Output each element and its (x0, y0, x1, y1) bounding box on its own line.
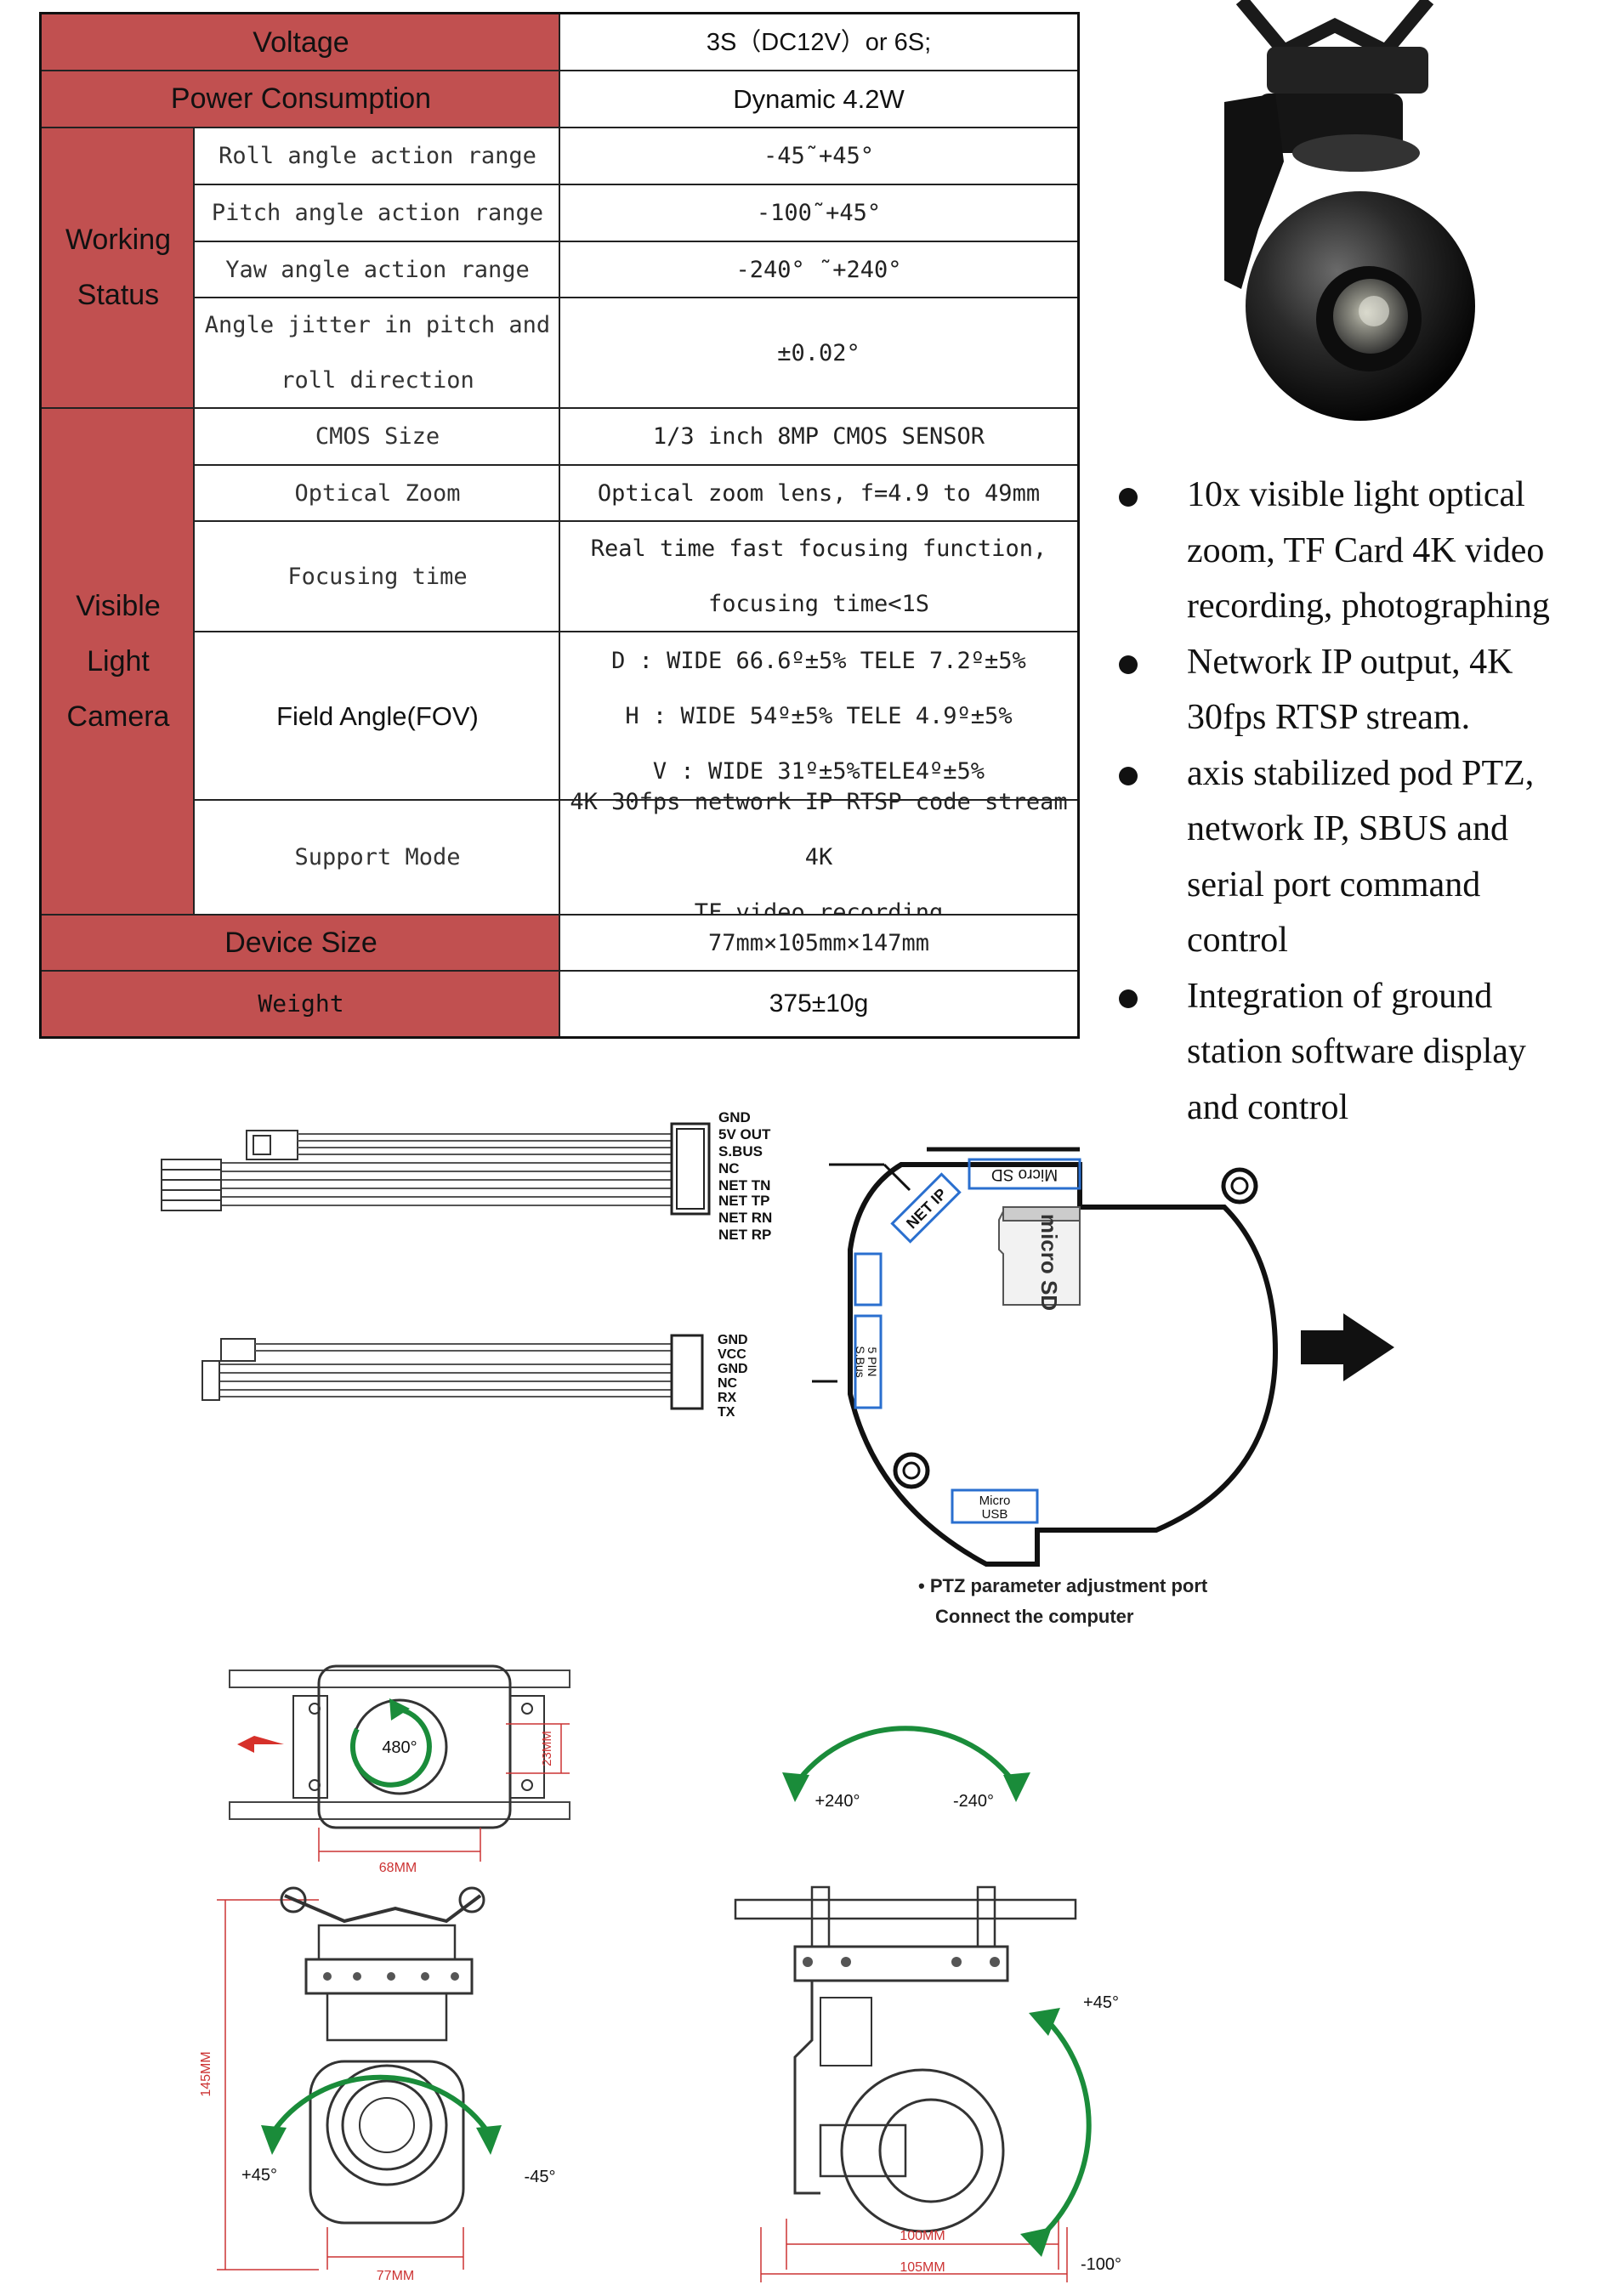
svg-text:Micro: Micro (979, 1494, 1011, 1508)
focus-value: Real time fast focusing function, focusi… (560, 521, 1077, 632)
outer-width-dimension: 105MM (900, 2260, 945, 2275)
cmos-label: CMOS Size (195, 408, 560, 465)
pitch-negative-label: -100° (1081, 2255, 1121, 2274)
inner-width-dimension: 100MM (900, 2229, 945, 2243)
yaw-range-label: Yaw angle action range (195, 241, 560, 298)
front-view-drawing: 145MM 77MM +45° -45° (199, 1886, 556, 2283)
bullet-dot (1119, 488, 1138, 507)
cable-diagram-serial: GND VCC GND NC RX TX (202, 1333, 748, 1420)
pin-label: NET TP (718, 1193, 769, 1209)
voltage-label: Voltage (42, 14, 560, 71)
cable-diagram-network: GND 5V OUT S.BUS NC NET TN NET TP NET RN… (161, 1109, 772, 1243)
pin-label: NC (718, 1376, 738, 1391)
jitter-value: ±0.02° (560, 298, 1077, 408)
pitch-range-label: Pitch angle action range (195, 184, 560, 241)
height-dimension: 145MM (199, 2051, 213, 2096)
focus-label: Focusing time (195, 521, 560, 632)
arrow-left-icon (237, 1736, 284, 1753)
camera-group-label: Visible Light Camera (42, 408, 195, 915)
jitter-label: Angle jitter in pitch and roll direction (195, 298, 560, 408)
roll-negative-label: -45° (525, 2168, 556, 2186)
voltage-value: 3S（DC12V）or 6S; (560, 14, 1077, 71)
yaw-rotation-label: 480° (382, 1738, 417, 1757)
pin-label: VCC (718, 1347, 746, 1362)
device-size-label: Device Size (42, 915, 560, 971)
board-port-diagram: NET IP Micro SD micro SD 5 PIN S.Bus Mic… (812, 1147, 1394, 1567)
zoom-label: Optical Zoom (195, 465, 560, 521)
yaw-range-value: -240° ˜+240° (560, 241, 1077, 298)
top-view-drawing: 480° 68MM 23MM (229, 1664, 570, 1875)
roll-positive-label: +45° (241, 2166, 277, 2185)
gimbal-camera-photo (1224, 0, 1475, 421)
bullet-dot: • (918, 1575, 925, 1596)
pin-label: NC (718, 1160, 740, 1176)
pin-label: GND (718, 1333, 748, 1347)
svg-text:USB: USB (982, 1507, 1008, 1522)
pitch-positive-label: +45° (1083, 1993, 1119, 2012)
svg-text:5 PIN: 5 PIN (866, 1346, 879, 1376)
svg-text:Micro SD: Micro SD (991, 1165, 1058, 1183)
roll-range-value: -45˜+45° (560, 128, 1077, 184)
working-status-label: Working Status (42, 128, 195, 408)
fov-label: Field Angle(FOV) (195, 632, 560, 800)
feature-item: axis stabilized pod PTZ,network IP, SBUS… (1114, 746, 1595, 969)
pin-label: NET TN (718, 1177, 770, 1193)
5-pin-sbus-port: 5 PIN S.Bus (854, 1314, 883, 1409)
svg-text:S.Bus: S.Bus (854, 1346, 867, 1377)
bullet-dot (1119, 989, 1138, 1008)
bullet-dot (1119, 655, 1138, 674)
side-view-drawing: 100MM 105MM +45° -100° (734, 1885, 1121, 2282)
support-label: Support Mode (195, 800, 560, 915)
pin-label: S.BUS (718, 1143, 763, 1159)
yaw-range-diagram: +240° -240° (782, 1726, 1030, 1811)
pin-label: 5V OUT (718, 1126, 771, 1142)
micro-sd-slot-label: Micro SD (968, 1158, 1081, 1190)
power-value: Dynamic 4.2W (560, 71, 1077, 128)
svg-text:micro SD: micro SD (1036, 1214, 1062, 1311)
pin-label: GND (718, 1362, 748, 1376)
device-size-value: 77mm×105mm×147mm (560, 915, 1077, 971)
yaw-positive-label: +240° (815, 1792, 860, 1811)
bullet-dot (1119, 766, 1138, 785)
micro-usb-port: Micro USB (951, 1488, 1039, 1524)
weight-value: 375±10g (560, 971, 1077, 1036)
port-box (854, 1252, 883, 1307)
pitch-range-value: -100˜+45° (560, 184, 1077, 241)
pin-label: NET RP (718, 1227, 771, 1243)
fov-value: D : WIDE 66.6º±5% TELE 7.2º±5% H : WIDE … (560, 632, 1077, 800)
power-label: Power Consumption (42, 71, 560, 128)
yaw-negative-label: -240° (953, 1792, 994, 1811)
zoom-value: Optical zoom lens, f=4.9 to 49mm (560, 465, 1077, 521)
pin-label: TX (718, 1405, 735, 1420)
weight-label: Weight (42, 971, 560, 1036)
width-dimension: 77MM (377, 2269, 414, 2283)
offset-dimension: 23MM (540, 1731, 554, 1766)
support-value: 4K 30fps network IP RTSP code stream 4K … (560, 789, 1077, 926)
spec-table: Voltage 3S（DC12V）or 6S; Power Consumptio… (39, 12, 1080, 1039)
pin-label: GND (718, 1109, 751, 1125)
roll-range-label: Roll angle action range (195, 128, 560, 184)
width-dimension: 68MM (379, 1861, 417, 1875)
pin-label: RX (718, 1391, 737, 1405)
cmos-value: 1/3 inch 8MP CMOS SENSOR (560, 408, 1077, 465)
arrow-right-icon (1301, 1313, 1394, 1381)
ptz-port-note: • PTZ parameter adjustment port Connect … (918, 1575, 1208, 1627)
sd-card-icon: micro SD (998, 1206, 1081, 1311)
pin-label: NET RN (718, 1210, 772, 1226)
